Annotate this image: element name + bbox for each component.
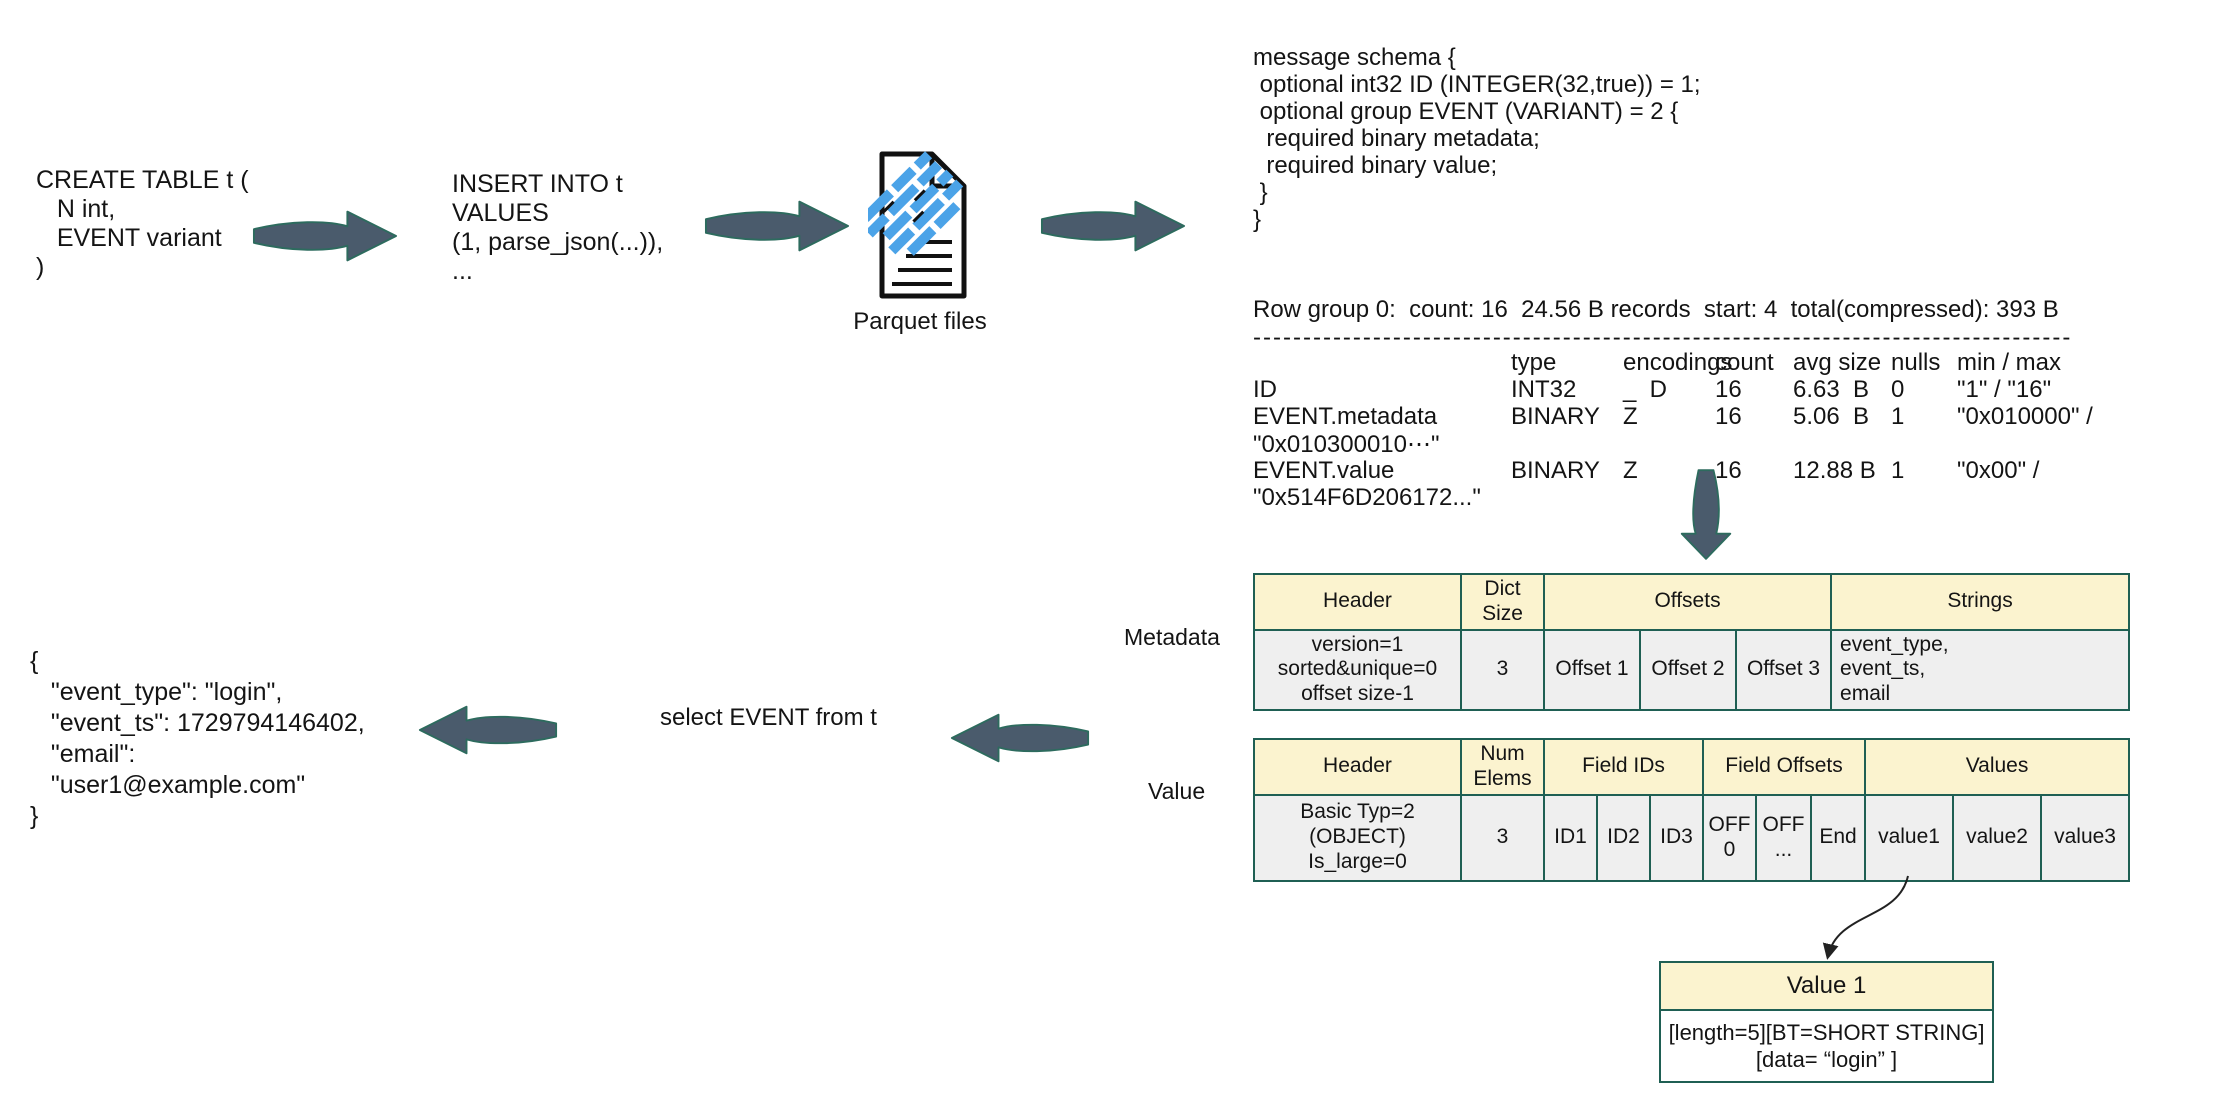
metadata-offsets-header: Offsets [1542, 573, 1833, 631]
stat-cell: EVENT.value [1253, 457, 1395, 484]
stat-cell: EVENT.metadata [1253, 403, 1438, 430]
value-values-header: Values [1864, 738, 2131, 796]
select-sql-text: select EVENT from t [660, 704, 877, 731]
value-fieldoffsets-header: Field Offsets [1702, 738, 1867, 796]
value-value1-cell: value1 [1864, 793, 1955, 882]
stats-col-count: count [1715, 349, 1774, 376]
stats-row-metadata-min-wrap: "0x010300010⋯" [1253, 430, 2093, 458]
row-group-summary: Row group 0: count: 16 24.56 B records s… [1253, 296, 2059, 323]
metadata-dictsize-value: 3 [1460, 628, 1545, 711]
metadata-bytes-table: Header Dict Size Offsets Strings version… [1253, 573, 2131, 711]
value-value3-cell: value3 [2040, 793, 2131, 882]
value1-box-title: Value 1 [1661, 963, 1992, 1011]
arrow-down-icon [1680, 469, 1732, 560]
arrow-left-icon [950, 713, 1090, 763]
stats-row-value-min-wrap: "0x514F6D206172..." [1253, 484, 2093, 511]
value-bytes-table: Header Num Elems Field IDs Field Offsets… [1253, 738, 2131, 882]
parquet-files-label: Parquet files [853, 308, 987, 335]
arrow-right-icon [1040, 200, 1186, 252]
value-numelems-header: Num Elems [1460, 738, 1545, 796]
stats-col-nulls: nulls [1891, 349, 1941, 376]
stats-col-avg-size: avg size [1793, 349, 1882, 376]
result-json-text: { "event_type": "login", "event_ts": 172… [30, 647, 365, 830]
insert-sql-text: INSERT INTO t VALUES (1, parse_json(...)… [452, 170, 664, 285]
stat-cell: 1 [1891, 403, 1905, 430]
stat-cell: BINARY [1511, 457, 1600, 484]
stat-cell: "0x010000" / [1957, 403, 2093, 430]
stat-cell: 0 [1891, 376, 1905, 403]
metadata-offset3-cell: Offset 3 [1734, 628, 1833, 711]
stats-row-id: ID INT32 _ D 16 6.63 B 0 "1" / "16" [1253, 376, 2093, 403]
stats-col-minmax: min / max [1957, 349, 2062, 376]
value-id2-cell: ID2 [1596, 793, 1651, 882]
value-numelems-value: 3 [1460, 793, 1545, 882]
arrow-left-icon [418, 705, 558, 755]
stat-cell: _ D [1623, 376, 1668, 403]
parquet-file-icon [868, 151, 967, 299]
metadata-offset1-cell: Offset 1 [1543, 628, 1641, 711]
metadata-strings-header: Strings [1830, 573, 2131, 631]
stats-col-encodings: encodings [1623, 349, 1733, 376]
stat-cell: 6.63 B [1793, 376, 1870, 403]
metadata-header-row: Header Dict Size Offsets Strings [1253, 573, 2131, 631]
metadata-dictsize-header: Dict Size [1460, 573, 1545, 631]
value-off0-cell: OFF0 [1702, 793, 1758, 882]
value-header-bytes: Basic Typ=2 (OBJECT) Is_large=0 [1253, 793, 1462, 882]
value-id1-cell: ID1 [1543, 793, 1598, 882]
arrow-right-icon [252, 210, 398, 262]
metadata-label: Metadata [1124, 624, 1220, 650]
stat-cell: Z [1623, 457, 1638, 484]
stat-cell: "0x514F6D206172..." [1253, 484, 1481, 511]
value-header-row: Header Num Elems Field IDs Field Offsets… [1253, 738, 2131, 796]
stat-cell: 1 [1891, 457, 1905, 484]
stat-cell: 12.88 B [1793, 457, 1876, 484]
stat-cell: ID [1253, 376, 1277, 403]
stat-cell: "0x00" / [1957, 457, 2040, 484]
value1-connector-arrow [1822, 875, 1909, 960]
value-data-row: Basic Typ=2 (OBJECT) Is_large=0 3 ID1 ID… [1253, 793, 2131, 882]
metadata-data-row: version=1 sorted&unique=0 offset size-1 … [1253, 628, 2131, 711]
stat-cell: "1" / "16" [1957, 376, 2052, 403]
value-value2-cell: value2 [1952, 793, 2043, 882]
metadata-header-bytes: version=1 sorted&unique=0 offset size-1 [1253, 628, 1462, 711]
parquet-schema-code: message schema { optional int32 ID (INTE… [1253, 44, 1701, 233]
stats-divider: ----------------------------------------… [1253, 324, 2073, 351]
stats-col-type: type [1511, 349, 1557, 376]
value-offmore-cell: OFF ... [1755, 793, 1813, 882]
stats-row-event-metadata: EVENT.metadata BINARY Z 16 5.06 B 1 "0x0… [1253, 403, 2093, 430]
value1-box-bytes: [length=5][BT=SHORT STRING] [data= “logi… [1668, 1020, 1985, 1072]
value-id3-cell: ID3 [1648, 793, 1705, 882]
value-label: Value [1148, 778, 1206, 804]
stat-cell: 16 [1715, 403, 1742, 430]
value-header-cell: Header [1253, 738, 1462, 796]
metadata-header-cell: Header [1253, 573, 1462, 631]
value-end-cell: End [1810, 793, 1867, 882]
column-stats-header-row: type encodings count avg size nulls min … [1253, 349, 2093, 376]
stat-cell: 16 [1715, 376, 1742, 403]
metadata-strings-cell: event_type, event_ts, email [1830, 628, 2131, 711]
stat-cell: BINARY [1511, 403, 1600, 430]
stat-cell: INT32 [1511, 376, 1577, 403]
create-table-sql-text: CREATE TABLE t ( N int, EVENT variant ) [36, 166, 249, 281]
stat-cell: "0x010300010⋯" [1253, 431, 1440, 458]
arrow-right-icon [704, 200, 850, 252]
metadata-offset2-cell: Offset 2 [1639, 628, 1737, 711]
stat-cell: Z [1623, 403, 1638, 430]
stats-row-event-value: EVENT.value BINARY Z 16 12.88 B 1 "0x00"… [1253, 457, 2093, 484]
value1-box: Value 1 [length=5][BT=SHORT STRING] [dat… [1659, 961, 1994, 1083]
value-fieldids-header: Field IDs [1542, 738, 1705, 796]
stat-cell: 16 [1715, 457, 1742, 484]
column-stats-table: type encodings count avg size nulls min … [1253, 349, 2093, 511]
stat-cell: 5.06 B [1793, 403, 1870, 430]
